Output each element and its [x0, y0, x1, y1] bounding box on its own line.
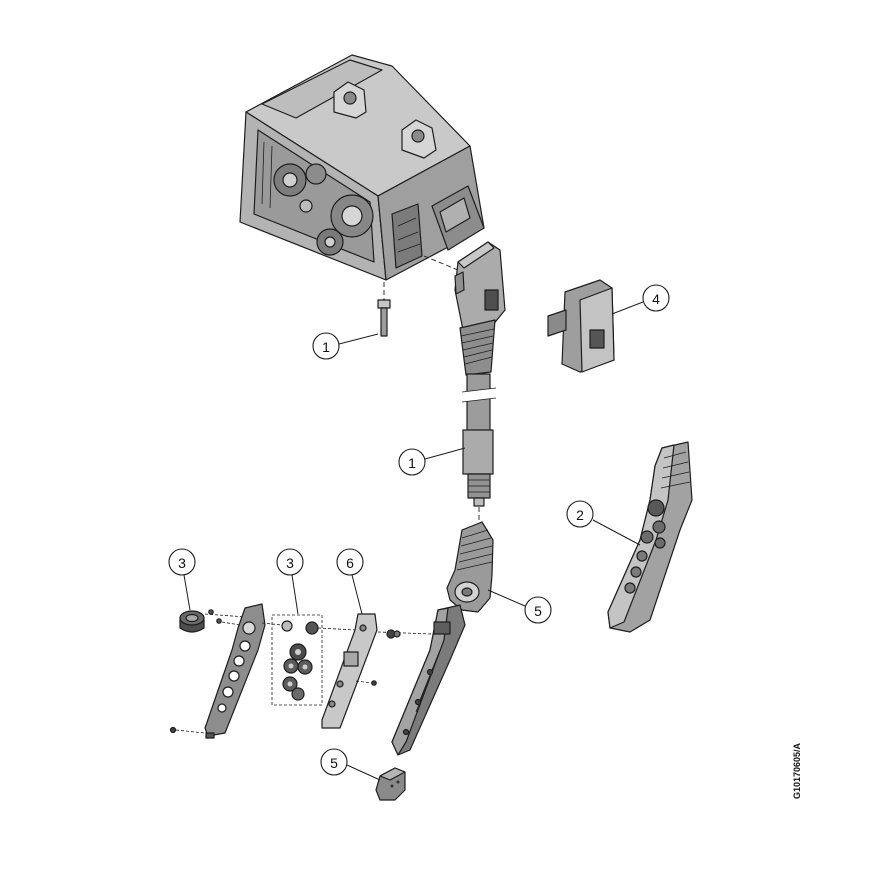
leader-line [351, 574, 363, 615]
leader-line [592, 519, 641, 546]
callout-contact-strip: 6 [336, 548, 364, 576]
connector-cover-part-4 [547, 279, 615, 373]
callout-label: 3 [178, 555, 186, 571]
callout-button-inserts: 3 [276, 548, 304, 576]
screw-part-1 [377, 282, 391, 337]
callout-handset: 2 [566, 500, 594, 528]
assembly-line [423, 255, 459, 271]
callout-boot-upper: 5 [524, 596, 552, 624]
pendant-handset-part-2 [607, 441, 693, 633]
callout-label: 5 [534, 603, 542, 619]
mounting-lug [333, 81, 367, 119]
callout-label: 6 [346, 555, 354, 571]
small-fasteners [371, 629, 401, 686]
leader-line [346, 764, 381, 781]
leader-line [291, 574, 299, 615]
callout-screw: 1 [312, 332, 340, 360]
leader-line [424, 447, 466, 460]
callout-label: 1 [322, 339, 330, 355]
callout-knob: 3 [168, 548, 196, 576]
callout-label: 5 [330, 755, 338, 771]
callout-connector-cover: 4 [642, 284, 670, 312]
mounting-lug [401, 119, 437, 159]
leader-line [183, 574, 191, 611]
handle-cable-assembly [454, 241, 506, 524]
callout-label: 1 [408, 455, 416, 471]
end-cap-part-5-lower [375, 767, 406, 801]
small-screws [208, 609, 222, 624]
callout-cable-assembly: 1 [398, 448, 426, 476]
handle-housing [391, 604, 466, 756]
assembly-line [355, 631, 433, 684]
knob-part-3 [179, 610, 205, 633]
leader-line [611, 301, 644, 315]
callout-label: 2 [576, 507, 584, 523]
screw-bottom-left [169, 726, 206, 734]
leader-line [338, 333, 379, 345]
callout-label: 4 [652, 291, 660, 307]
contact-strip-part-6 [321, 613, 378, 729]
assembly-line [261, 622, 357, 631]
figure-code: G10170605/A [792, 742, 802, 799]
leader-line [487, 589, 526, 607]
gear-train [273, 163, 374, 256]
handle-plate [204, 603, 266, 739]
button-insert-group [271, 614, 323, 706]
callout-label: 3 [286, 555, 294, 571]
leader-lines [183, 301, 644, 781]
motor-housing [239, 54, 485, 281]
handset-buttons [624, 499, 666, 594]
callout-cap-lower: 5 [320, 748, 348, 776]
cable-boot-part-5-upper [446, 521, 494, 613]
